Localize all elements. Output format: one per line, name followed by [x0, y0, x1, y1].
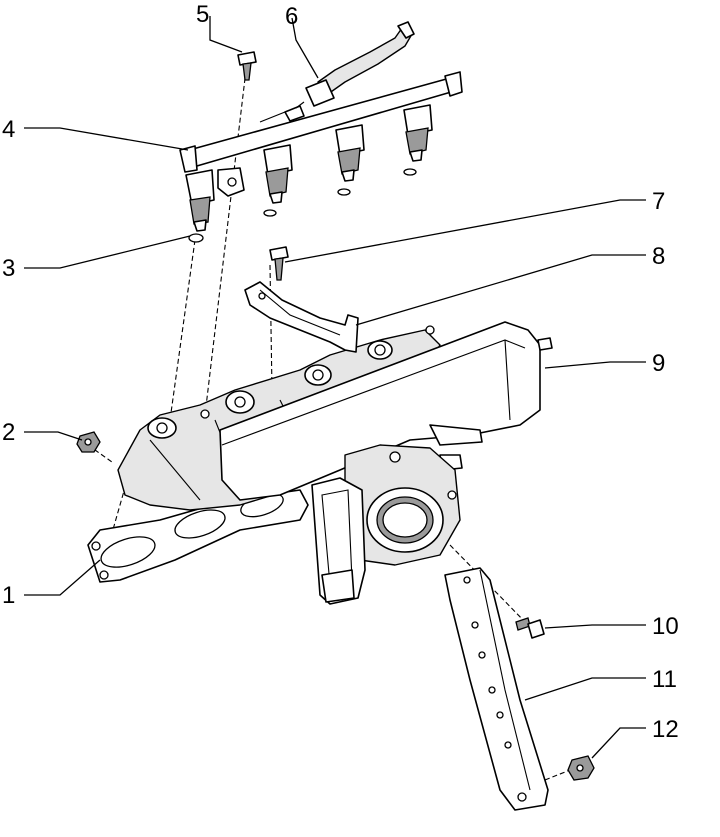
- callout-labels: 1 2 3 4 5 6 7 8 9 10 11 12: [2, 1, 679, 743]
- nut-part-12: [567, 755, 595, 781]
- nut-part: [76, 431, 101, 453]
- leader-lines: [24, 16, 646, 759]
- callout-1: 1: [2, 582, 15, 609]
- bolt-part-5: [237, 51, 257, 81]
- injector-4: [403, 104, 433, 162]
- callout-8: 8: [652, 243, 665, 270]
- callout-4: 4: [2, 116, 15, 143]
- gasket-part: [87, 489, 309, 583]
- callout-12: 12: [652, 716, 679, 743]
- callout-7: 7: [652, 188, 665, 215]
- callout-5: 5: [196, 1, 209, 28]
- holder-part: [244, 281, 359, 353]
- injector-3: [335, 124, 365, 182]
- injector-1: [185, 169, 215, 232]
- callout-11: 11: [652, 666, 677, 693]
- o-ring-part: [188, 233, 204, 243]
- bolt-part-7: [269, 246, 289, 281]
- bolt-part-10: [515, 617, 545, 639]
- intake-manifold-part: [117, 321, 553, 511]
- callout-3: 3: [2, 255, 15, 282]
- fuel-hose-part: [295, 21, 415, 109]
- callout-6: 6: [285, 3, 298, 30]
- injector-2: [263, 144, 293, 204]
- fuel-rail-part: [179, 71, 463, 232]
- callout-2: 2: [2, 419, 15, 446]
- callout-10: 10: [652, 613, 679, 640]
- bracket-part: [444, 567, 549, 811]
- callout-9: 9: [652, 350, 665, 377]
- throttle-body-part: [311, 444, 461, 605]
